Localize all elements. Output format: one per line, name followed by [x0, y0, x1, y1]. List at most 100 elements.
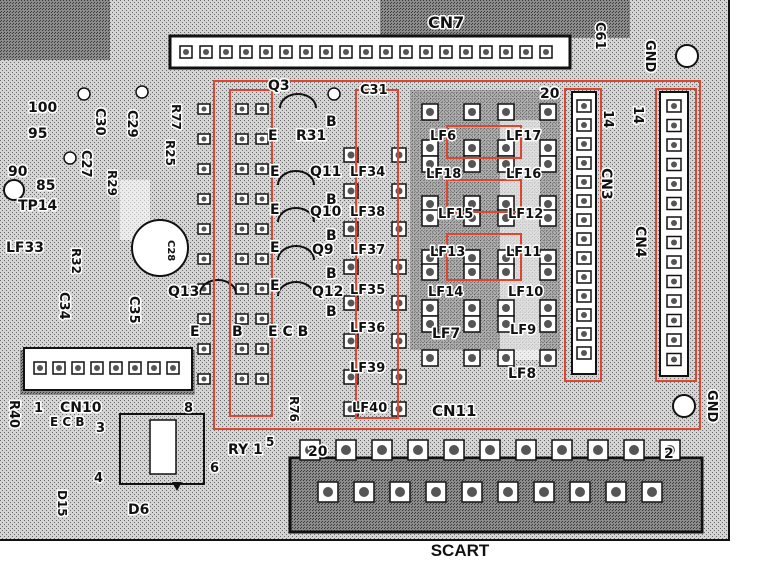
label-cn3: CN3 — [598, 168, 614, 200]
label-cn11: CN11 — [432, 402, 476, 420]
label-c27: C27 — [78, 150, 93, 178]
pad-hole — [502, 320, 510, 328]
label-r32: R32 — [69, 248, 83, 274]
label-lf6: LF6 — [430, 129, 456, 144]
pad-hole — [347, 405, 355, 413]
pad-hole — [359, 487, 369, 497]
cn11-scart-connector — [288, 439, 704, 534]
label-q11: Q11 — [310, 164, 341, 180]
pad-hole — [347, 225, 355, 233]
pad-hole — [443, 49, 449, 55]
pad-hole — [426, 304, 434, 312]
pad-hole — [575, 487, 585, 497]
pad-hole — [581, 141, 587, 147]
pad-hole — [502, 354, 510, 362]
pad-hole — [468, 254, 476, 262]
pad-hole — [151, 365, 157, 371]
pad-hole — [611, 487, 621, 497]
pad-hole — [56, 365, 62, 371]
label-c29: C29 — [124, 110, 139, 138]
pad-hole — [468, 200, 476, 208]
label-cn4: CN4 — [632, 226, 648, 258]
pad-hole — [581, 255, 587, 261]
pad-hole — [347, 187, 355, 195]
label-pin-2: 2 — [664, 446, 674, 462]
highlight-annotations — [213, 80, 701, 430]
label-pin-20-bottom: 20 — [308, 444, 328, 460]
pad-hole — [671, 103, 677, 109]
pad-hole — [671, 356, 677, 363]
pad-hole — [431, 487, 441, 497]
pad-hole — [347, 337, 355, 345]
pad-hole — [201, 316, 207, 322]
pad-hole — [239, 166, 245, 172]
label-lf9: LF9 — [510, 323, 536, 338]
pad-hole — [239, 256, 245, 262]
pad-hole — [426, 268, 434, 276]
label-d6: D6 — [128, 502, 149, 518]
label-e2: E — [270, 202, 280, 218]
pad-hole — [671, 239, 677, 246]
pad-hole — [523, 49, 529, 55]
label-ecb2: E C B — [50, 415, 85, 429]
pad-hole — [323, 49, 329, 55]
label-cn7: CN7 — [428, 13, 464, 32]
pad-hole — [259, 256, 265, 262]
pad-hole — [201, 196, 207, 202]
pad-hole — [671, 337, 677, 343]
label-pin-100: 100 — [28, 100, 57, 116]
pad-hole — [259, 376, 265, 382]
label-q13: Q13 — [168, 284, 199, 300]
pad-hole — [347, 263, 355, 271]
label-ry1: RY 1 — [228, 442, 263, 458]
pad-hole — [671, 317, 677, 324]
pad-hole — [544, 320, 552, 328]
pad-hole — [426, 320, 434, 328]
pad-hole — [239, 196, 245, 202]
label-c34: C34 — [56, 292, 71, 320]
pad-hole — [502, 214, 510, 222]
label-c28: C28 — [165, 240, 176, 261]
label-tp14: TP14 — [18, 198, 58, 214]
pad-hole — [94, 365, 100, 371]
mounting-hole-bottom — [672, 394, 696, 418]
label-pin-90: 90 — [8, 164, 28, 180]
label-pin-95: 95 — [28, 126, 47, 142]
label-pin-3: 3 — [96, 421, 105, 436]
pad-hole — [593, 445, 603, 455]
pad-hole — [426, 254, 434, 262]
label-pin-8: 8 — [184, 401, 193, 416]
pad-hole — [201, 136, 207, 142]
pad-hole — [581, 103, 587, 109]
pad-hole — [383, 49, 389, 55]
pad-hole — [502, 108, 510, 116]
label-lf16: LF16 — [506, 167, 541, 182]
relay-ry1 — [119, 413, 205, 491]
label-lf36: LF36 — [350, 321, 385, 336]
label-gnd-top: GND — [642, 40, 657, 73]
label-r25: R25 — [163, 140, 177, 166]
pad-hole — [502, 254, 510, 262]
pad-hole — [468, 354, 476, 362]
pad-hole — [426, 200, 434, 208]
label-lf33: LF33 — [6, 240, 44, 256]
label-lf12: LF12 — [508, 207, 543, 222]
pad-hole — [557, 445, 567, 455]
pad-hole — [395, 487, 405, 497]
pad-hole — [544, 304, 552, 312]
pad-hole — [502, 200, 510, 208]
pad-hole — [259, 106, 265, 112]
label-cn10: CN10 — [60, 400, 102, 416]
pad-hole — [239, 346, 245, 352]
label-b5: B — [326, 304, 337, 320]
figure-caption: SCART — [430, 541, 490, 560]
pad-hole — [183, 49, 189, 55]
label-lf13: LF13 — [430, 245, 465, 260]
highlight-lf6-lf17 — [446, 125, 522, 159]
pad-hole — [259, 166, 265, 172]
label-ecb: E C B — [268, 324, 308, 340]
label-b4: B — [326, 266, 337, 282]
capacitor-c28 — [131, 219, 189, 277]
label-r29: R29 — [105, 170, 119, 196]
label-q9: Q9 — [312, 242, 334, 258]
